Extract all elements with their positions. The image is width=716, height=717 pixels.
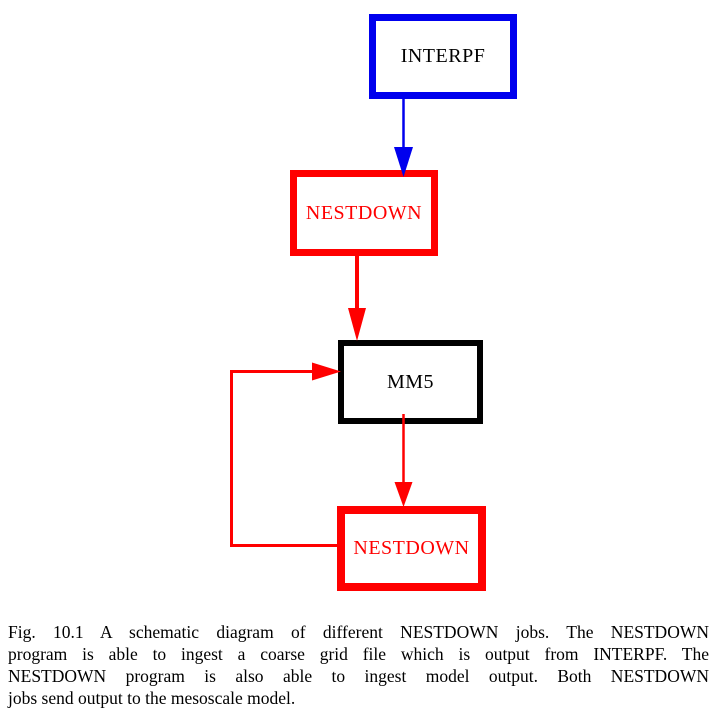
node-nestdown-bottom: NESTDOWN <box>337 506 486 591</box>
caption-line: jobs send output to the mesoscale model. <box>8 688 296 708</box>
nestdown-schematic-diagram: INTERPF NESTDOWN MM5 NESTDOWN <box>230 14 517 591</box>
node-nestdown-top: NESTDOWN <box>290 170 438 256</box>
edge-nestdown-feedback-to-mm5-line <box>230 370 339 547</box>
node-nestdown-bottom-label: NESTDOWN <box>353 537 470 559</box>
node-interpf: INTERPF <box>369 14 517 99</box>
arrowhead-down-icon <box>348 308 366 341</box>
arrowhead-right-icon <box>312 362 341 381</box>
node-mm5-label: MM5 <box>386 370 435 393</box>
caption-line: program is able to ingest a coarse grid … <box>8 644 709 664</box>
node-mm5: MM5 <box>338 340 483 424</box>
caption-line: NESTDOWN program is also able to ingest … <box>8 666 709 686</box>
node-interpf-label: INTERPF <box>400 45 486 67</box>
arrowhead-down-icon <box>394 482 413 507</box>
caption-line: Fig. 10.1 A schematic diagram of differe… <box>8 622 709 642</box>
figure-caption: Fig. 10.1 A schematic diagram of differe… <box>8 621 709 709</box>
node-nestdown-top-label: NESTDOWN <box>305 201 423 224</box>
